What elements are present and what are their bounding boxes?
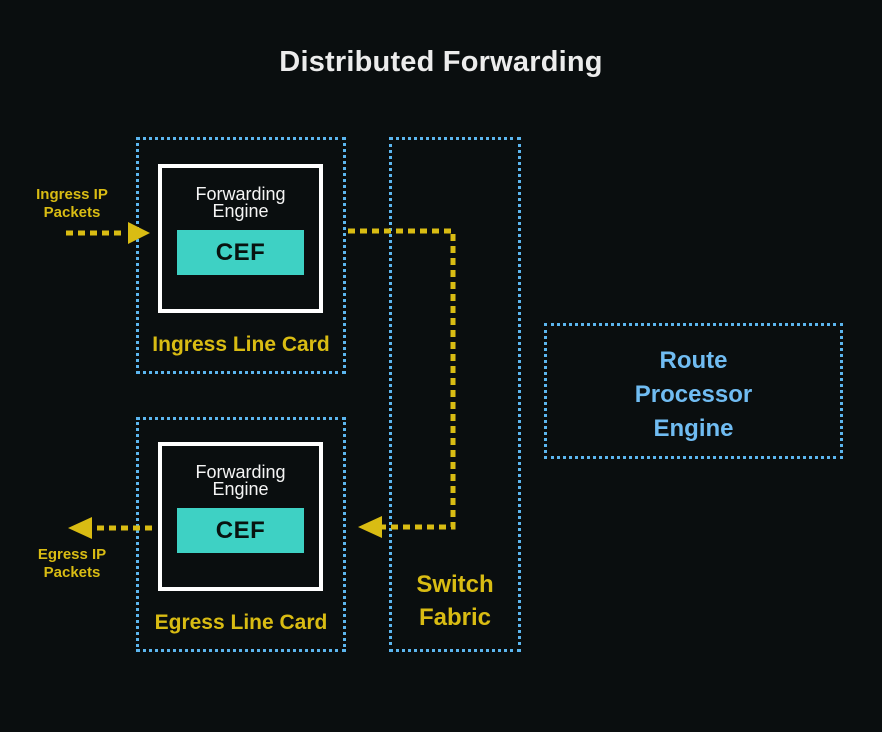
- egress-arrow-head-icon: [68, 517, 92, 539]
- route-processor-engine-box: Route Processor Engine: [544, 323, 843, 459]
- route-processor-label-line3: Engine: [653, 415, 734, 442]
- egress-cef-box: CEF: [177, 508, 304, 553]
- egress-ip-packets-line1: Egress IP: [37, 546, 107, 563]
- egress-ip-packets-label: Egress IP Packets: [16, 546, 128, 582]
- forwarding-engine-label-line2: Engine: [212, 201, 269, 221]
- egress-ip-packets-line2: Packets: [43, 564, 101, 581]
- switch-fabric-label-line1: Switch: [416, 571, 494, 598]
- egress-line-card-label: Egress Line Card: [154, 611, 328, 634]
- egress-forwarding-engine-box: Forwarding Engine CEF: [158, 442, 323, 591]
- ingress-cef-box: CEF: [177, 230, 304, 275]
- diagram-title: Distributed Forwarding: [279, 46, 603, 78]
- route-processor-label-line1: Route: [659, 347, 728, 374]
- fabric-path-arrow-head-icon: [358, 516, 382, 538]
- ingress-ip-packets-line1: Ingress IP: [36, 186, 108, 203]
- ingress-forwarding-engine-box: Forwarding Engine CEF: [158, 164, 323, 313]
- switch-fabric-label: Switch Fabric: [392, 568, 518, 634]
- ingress-line-card-label: Ingress Line Card: [152, 333, 330, 356]
- egress-line-card-box: Egress Line Card: [136, 417, 346, 652]
- switch-fabric-label-line2: Fabric: [418, 604, 492, 631]
- forwarding-engine-label-line2: Engine: [212, 479, 269, 499]
- ingress-ip-packets-label: Ingress IP Packets: [16, 186, 128, 222]
- switch-fabric-box: Switch Fabric: [389, 137, 521, 652]
- forwarding-engine-label-line1: Forwarding: [195, 462, 286, 482]
- forwarding-engine-label-line1: Forwarding: [195, 184, 286, 204]
- ingress-line-card-box: Ingress Line Card: [136, 137, 346, 374]
- ingress-ip-packets-line2: Packets: [43, 204, 101, 221]
- route-processor-label-line2: Processor: [634, 381, 753, 408]
